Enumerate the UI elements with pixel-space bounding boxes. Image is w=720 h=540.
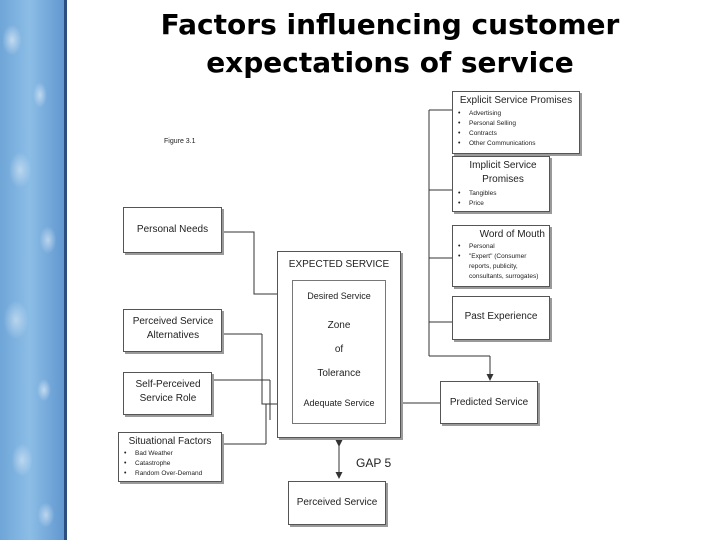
expected-service-box: EXPECTED SERVICE Desired Service Zone of… [277,251,401,438]
zone-label: Zone [327,320,351,331]
personal-needs-box: Personal Needs [123,207,222,253]
list-item: Tangibles [455,189,549,199]
zone-inner-box: Desired Service Zone of Tolerance Adequa… [292,280,386,424]
figure-label: Figure 3.1 [164,138,196,145]
explicit-promises-title: Explicit Service Promises [459,95,573,106]
desired-service-label: Desired Service [307,291,371,301]
list-item: Contracts [455,129,579,139]
slide-title: Factors influencing customer expectation… [110,6,670,82]
list-item: Random Over-Demand [121,469,221,479]
list-item: Price [455,199,549,209]
list-item: Advertising [455,109,579,119]
past-experience-box: Past Experience [452,296,550,340]
gap-5-label: GAP 5 [356,456,392,470]
list-item: Bad Weather [121,449,221,459]
strip-edge-line [64,0,67,540]
implicit-promises-box: Implicit Service Promises Tangibles Pric… [452,156,550,212]
list-item: "Expert" (Consumer reports, publicity, c… [455,252,549,282]
perceived-alternatives-label: Perceived Service Alternatives [132,316,214,341]
word-of-mouth-box: Word of Mouth Personal "Expert" (Consume… [452,225,550,287]
explicit-promises-list: Advertising Personal Selling Contracts O… [455,109,579,149]
perceived-alternatives-box: Perceived Service Alternatives [123,309,222,352]
implicit-promises-title: Implicit Service Promises [469,160,537,185]
word-of-mouth-list: Personal "Expert" (Consumer reports, pub… [455,242,549,282]
personal-needs-label: Personal Needs [136,224,209,235]
list-item: Personal [455,242,549,252]
self-perceived-role-label: Self-Perceived Service Role [135,379,201,404]
word-of-mouth-title: Word of Mouth [479,229,545,240]
perceived-service-box: Perceived Service [288,481,386,525]
list-item: Other Communications [455,139,579,149]
list-item: Personal Selling [455,119,579,129]
expected-service-title: EXPECTED SERVICE [288,259,390,270]
predicted-service-label: Predicted Service [449,397,529,408]
decorative-side-strip [0,0,66,540]
predicted-service-box: Predicted Service [440,381,538,424]
adequate-service-label: Adequate Service [303,398,375,408]
situational-factors-list: Bad Weather Catastrophe Random Over-Dema… [121,449,221,479]
situational-factors-title: Situational Factors [128,436,212,447]
explicit-promises-box: Explicit Service Promises Advertising Pe… [452,91,580,154]
slide-title-line-2: expectations of service [206,46,574,79]
implicit-promises-list: Tangibles Price [455,189,549,209]
zone-of-label: of [334,344,344,355]
list-item: Catastrophe [121,459,221,469]
past-experience-label: Past Experience [464,311,538,322]
self-perceived-role-box: Self-Perceived Service Role [123,372,212,415]
tolerance-label: Tolerance [317,368,361,379]
slide-title-line-1: Factors influencing customer [160,8,620,41]
perceived-service-label: Perceived Service [296,497,378,508]
situational-factors-box: Situational Factors Bad Weather Catastro… [118,432,222,482]
